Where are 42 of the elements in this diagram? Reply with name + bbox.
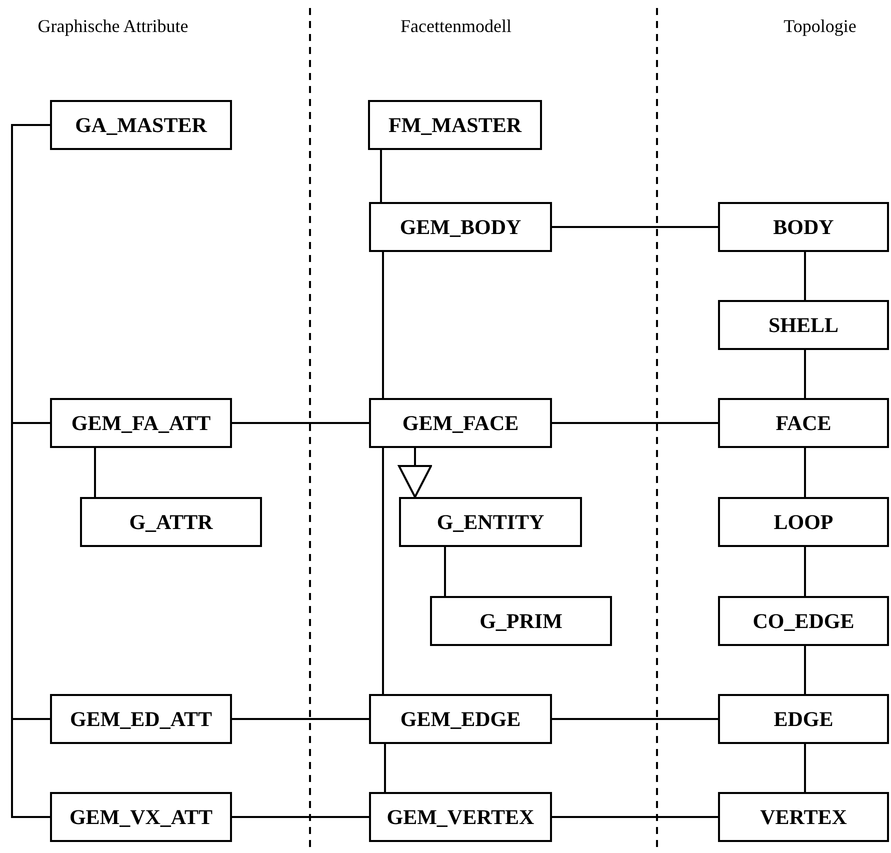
connector-line <box>552 718 718 720</box>
class-box: GEM_VERTEX <box>369 792 552 842</box>
connector-line <box>804 547 806 596</box>
connector-line <box>804 646 806 694</box>
connector-line <box>398 448 432 498</box>
connector-line <box>94 448 96 497</box>
connector-line <box>804 744 806 792</box>
class-box: GEM_BODY <box>369 202 552 252</box>
column-heading: Topologie <box>784 16 856 37</box>
class-box: GEM_ED_ATT <box>50 694 232 744</box>
class-box: LOOP <box>718 497 889 547</box>
class-box: GEM_EDGE <box>369 694 552 744</box>
class-box: CO_EDGE <box>718 596 889 646</box>
connector-line <box>384 744 386 792</box>
connector-line <box>380 150 382 202</box>
class-box: GA_MASTER <box>50 100 232 150</box>
connector-line <box>804 350 806 398</box>
class-box: GEM_FA_ATT <box>50 398 232 448</box>
column-heading: Graphische Attribute <box>38 16 188 37</box>
class-box: BODY <box>718 202 889 252</box>
class-box: EDGE <box>718 694 889 744</box>
connector-line <box>382 252 384 398</box>
connector-line <box>552 816 718 818</box>
class-box: GEM_VX_ATT <box>50 792 232 842</box>
class-box: GEM_FACE <box>369 398 552 448</box>
class-box: G_PRIM <box>430 596 612 646</box>
connector-line <box>804 252 806 300</box>
class-box: G_ENTITY <box>399 497 582 547</box>
connector-line <box>232 422 369 424</box>
connector-line <box>232 718 369 720</box>
connector-line <box>804 448 806 497</box>
connector-line <box>382 448 384 694</box>
class-box: SHELL <box>718 300 889 350</box>
column-heading: Facettenmodell <box>400 16 512 37</box>
connector-line <box>232 816 369 818</box>
class-box: G_ATTR <box>80 497 262 547</box>
connector-line <box>552 422 718 424</box>
class-box: FACE <box>718 398 889 448</box>
connector-line <box>444 547 446 596</box>
class-box: FM_MASTER <box>368 100 542 150</box>
connector-line <box>552 226 718 228</box>
class-box: VERTEX <box>718 792 889 842</box>
